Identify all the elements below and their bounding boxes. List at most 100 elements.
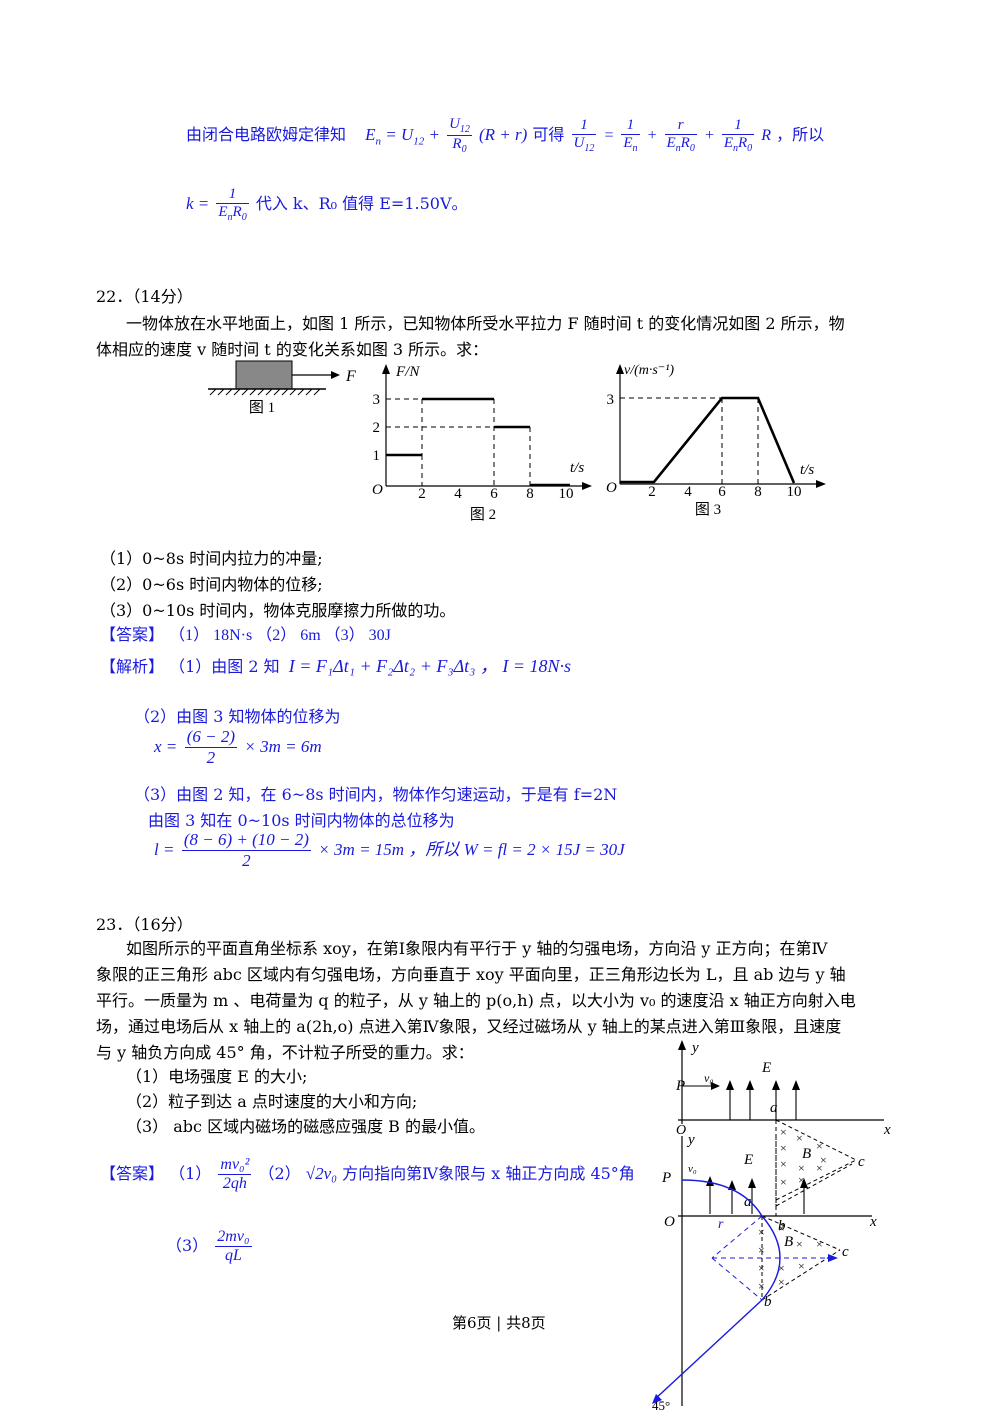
q22-analysis-1: 【解析】 （1）由图 2 知 I = F₁Δt₁ + F₂Δt₂ + F₃Δt₃…	[100, 652, 571, 678]
svg-text:×: ×	[796, 1131, 803, 1145]
q22-header: 22．（14分）	[96, 287, 193, 306]
svg-text:×: ×	[816, 1237, 823, 1251]
lower-v0-label: v₀	[688, 1163, 697, 1175]
q22-analysis-2-formula: x = (6 − 2)2 × 3m = 6m	[154, 727, 322, 768]
lower-c-label: c	[842, 1244, 849, 1260]
fig2-tick-6: 6	[490, 486, 498, 502]
upper-P-label: P	[675, 1078, 685, 1094]
fig2-origin: O	[372, 482, 383, 498]
fig3-tick-2: 2	[648, 484, 656, 500]
q23-ans2-text: 方向指向第Ⅳ象限与 x 轴正方向成 45°角	[342, 1164, 635, 1183]
q23-stem-line2: 象限的正三角形 abc 区域内有匀强电场，方向垂直于 xoy 平面向里，正三角形…	[96, 965, 846, 984]
fig1-caption: 图 1	[249, 399, 275, 416]
lower-B-label: B	[784, 1234, 793, 1250]
lower-O-label: O	[664, 1214, 675, 1230]
svg-text:×: ×	[758, 1279, 765, 1293]
ohm-law-prefix: 由闭合电路欧姆定律知	[186, 125, 347, 144]
svg-text:×: ×	[798, 1173, 805, 1187]
q22-analysis-1-formula: I = F₁Δt₁ + F₂Δt₂ + F₃Δt₃ ， I = 18N·s	[288, 656, 572, 676]
q23-ans3-num: 2mv₀	[215, 1228, 252, 1247]
q22-analysis-label: 【解析】	[100, 657, 165, 676]
q22-question-1: （1）0~8s 时间内拉力的冲量;	[100, 549, 323, 568]
q22-question-2: （2）0~6s 时间内物体的位移;	[100, 575, 323, 594]
l-denominator: 2	[242, 851, 251, 870]
upper-c-label: c	[858, 1154, 865, 1170]
lower-x-label: x	[869, 1214, 877, 1230]
svg-text:×: ×	[780, 1141, 787, 1155]
fig3-x-label: t/s	[800, 462, 814, 478]
svg-text:×: ×	[820, 1153, 827, 1167]
svg-text:×: ×	[816, 1161, 823, 1175]
fig3-caption: 图 3	[695, 501, 721, 518]
svg-text:×: ×	[780, 1125, 787, 1139]
fig2-ytick-1: 1	[373, 448, 381, 464]
q23-answer-label: 【答案】	[100, 1164, 165, 1183]
q22-answer-label: 【答案】	[100, 625, 165, 644]
q23-ans3-den: qL	[224, 1247, 242, 1264]
q23-ans1-prefix: （1）	[169, 1164, 212, 1183]
fig3-origin: O	[606, 480, 617, 496]
x-denominator: 2	[206, 748, 216, 767]
fig2-y-label: F/N	[395, 364, 420, 380]
upper-B-label: B	[802, 1146, 811, 1162]
angle-label: 45°	[652, 1398, 670, 1413]
q23-ans2-prefix: （2）	[258, 1164, 301, 1183]
q23-stem-line4: 场，通过电场后从 x 轴上的 a(2h,o) 点进入第Ⅳ象限，又经过磁场从 y …	[96, 1017, 842, 1036]
fig3-tick-10: 10	[787, 484, 802, 500]
figure-1: F 图 1	[208, 360, 356, 416]
lower-y-label: y	[686, 1132, 695, 1148]
svg-text:×: ×	[798, 1161, 805, 1175]
upper-E-label: E	[761, 1060, 771, 1076]
fig2-tick-10: 10	[559, 486, 574, 502]
svg-text:×: ×	[778, 1221, 785, 1235]
q23-stem-line3: 平行。一质量为 m 、电荷量为 q 的粒子，从 y 轴上的 p(o,h) 点，以…	[96, 991, 856, 1010]
q23-question-2: （2）粒子到达 a 点时速度的大小和方向;	[126, 1092, 418, 1111]
x-numerator: (6 − 2)	[184, 727, 237, 748]
l-numerator: (8 − 6) + (10 − 2)	[181, 830, 311, 851]
figure-2: F/N t/s O 2 4 6 8 10 1 2 3 图 2	[372, 364, 592, 523]
upper-x-label: x	[883, 1122, 891, 1138]
ohm-law-mid: 可得	[532, 125, 565, 144]
x-result: × 3m = 6m	[244, 737, 322, 756]
svg-text:×: ×	[758, 1261, 765, 1275]
svg-text:×: ×	[758, 1243, 765, 1257]
fig2-caption: 图 2	[470, 506, 496, 523]
lower-P-label: P	[661, 1170, 671, 1186]
fig3-tick-8: 8	[754, 484, 762, 500]
fig2-ytick-2: 2	[373, 420, 381, 436]
l-equals: l =	[154, 840, 175, 859]
q22-answer: 【答案】 （1） 18N·s （2） 6m （3） 30J	[100, 621, 391, 645]
page-footer: 第6页 | 共8页	[452, 1314, 546, 1332]
svg-text:×: ×	[780, 1175, 787, 1189]
q23-question-3: （3） abc 区域内磁场的磁感应强度 B 的最小值。	[126, 1117, 486, 1136]
q22-analysis-3b: 由图 3 知在 0~10s 时间内物体的总位移为	[148, 811, 455, 830]
fig2-tick-2: 2	[418, 486, 426, 502]
q23-ans2-value: √2v₀	[305, 1164, 338, 1183]
upper-v0-label: v₀	[704, 1071, 714, 1085]
q23-ans1-num: mv₀²	[218, 1156, 252, 1175]
fig2-tick-8: 8	[526, 486, 534, 502]
svg-text:×: ×	[758, 1225, 765, 1239]
q22-analysis-2: （2）由图 3 知物体的位移为	[134, 707, 341, 726]
svg-text:×: ×	[778, 1275, 785, 1289]
x-equals: x =	[154, 737, 178, 756]
q23-stem-line5: 与 y 轴负方向成 45° 角，不计粒子所受的重力。求：	[96, 1043, 474, 1062]
q22-analysis-3: （3）由图 2 知，在 6~8s 时间内，物体作匀速运动，于是有 f=2N	[134, 785, 618, 804]
q23-ans3-prefix: （3）	[166, 1236, 209, 1255]
svg-text:×: ×	[778, 1261, 785, 1275]
lower-a-label: a	[744, 1194, 752, 1210]
figure-3: v/(m·s⁻¹) t/s O 3 2 4 6 8 10 图 3	[606, 363, 826, 518]
fig3-tick-4: 4	[684, 484, 692, 500]
lower-b-label: b	[764, 1294, 772, 1310]
fig3-ytick-3: 3	[607, 392, 615, 408]
q22-stem-line1: 一物体放在水平地面上，如图 1 所示，已知物体所受水平拉力 F 随时间 t 的变…	[126, 314, 845, 333]
fig3-y-label: v/(m·s⁻¹)	[624, 363, 674, 378]
svg-text:×: ×	[816, 1139, 823, 1153]
svg-text:×: ×	[796, 1237, 803, 1251]
fig3-tick-6: 6	[718, 484, 726, 500]
figure-q23: y x P v₀ E a O c B ××× ××× ××× × y x P v…	[652, 1040, 891, 1413]
k-line-suffix: 代入 k、R₀ 值得 E=1.50V。	[255, 194, 468, 213]
q22-analysis-3-formula: l = (8 − 6) + (10 − 2)2 × 3m = 15m ，所以 W…	[154, 830, 625, 871]
q23-question-1: （1）电场强度 E 的大小;	[126, 1067, 308, 1086]
